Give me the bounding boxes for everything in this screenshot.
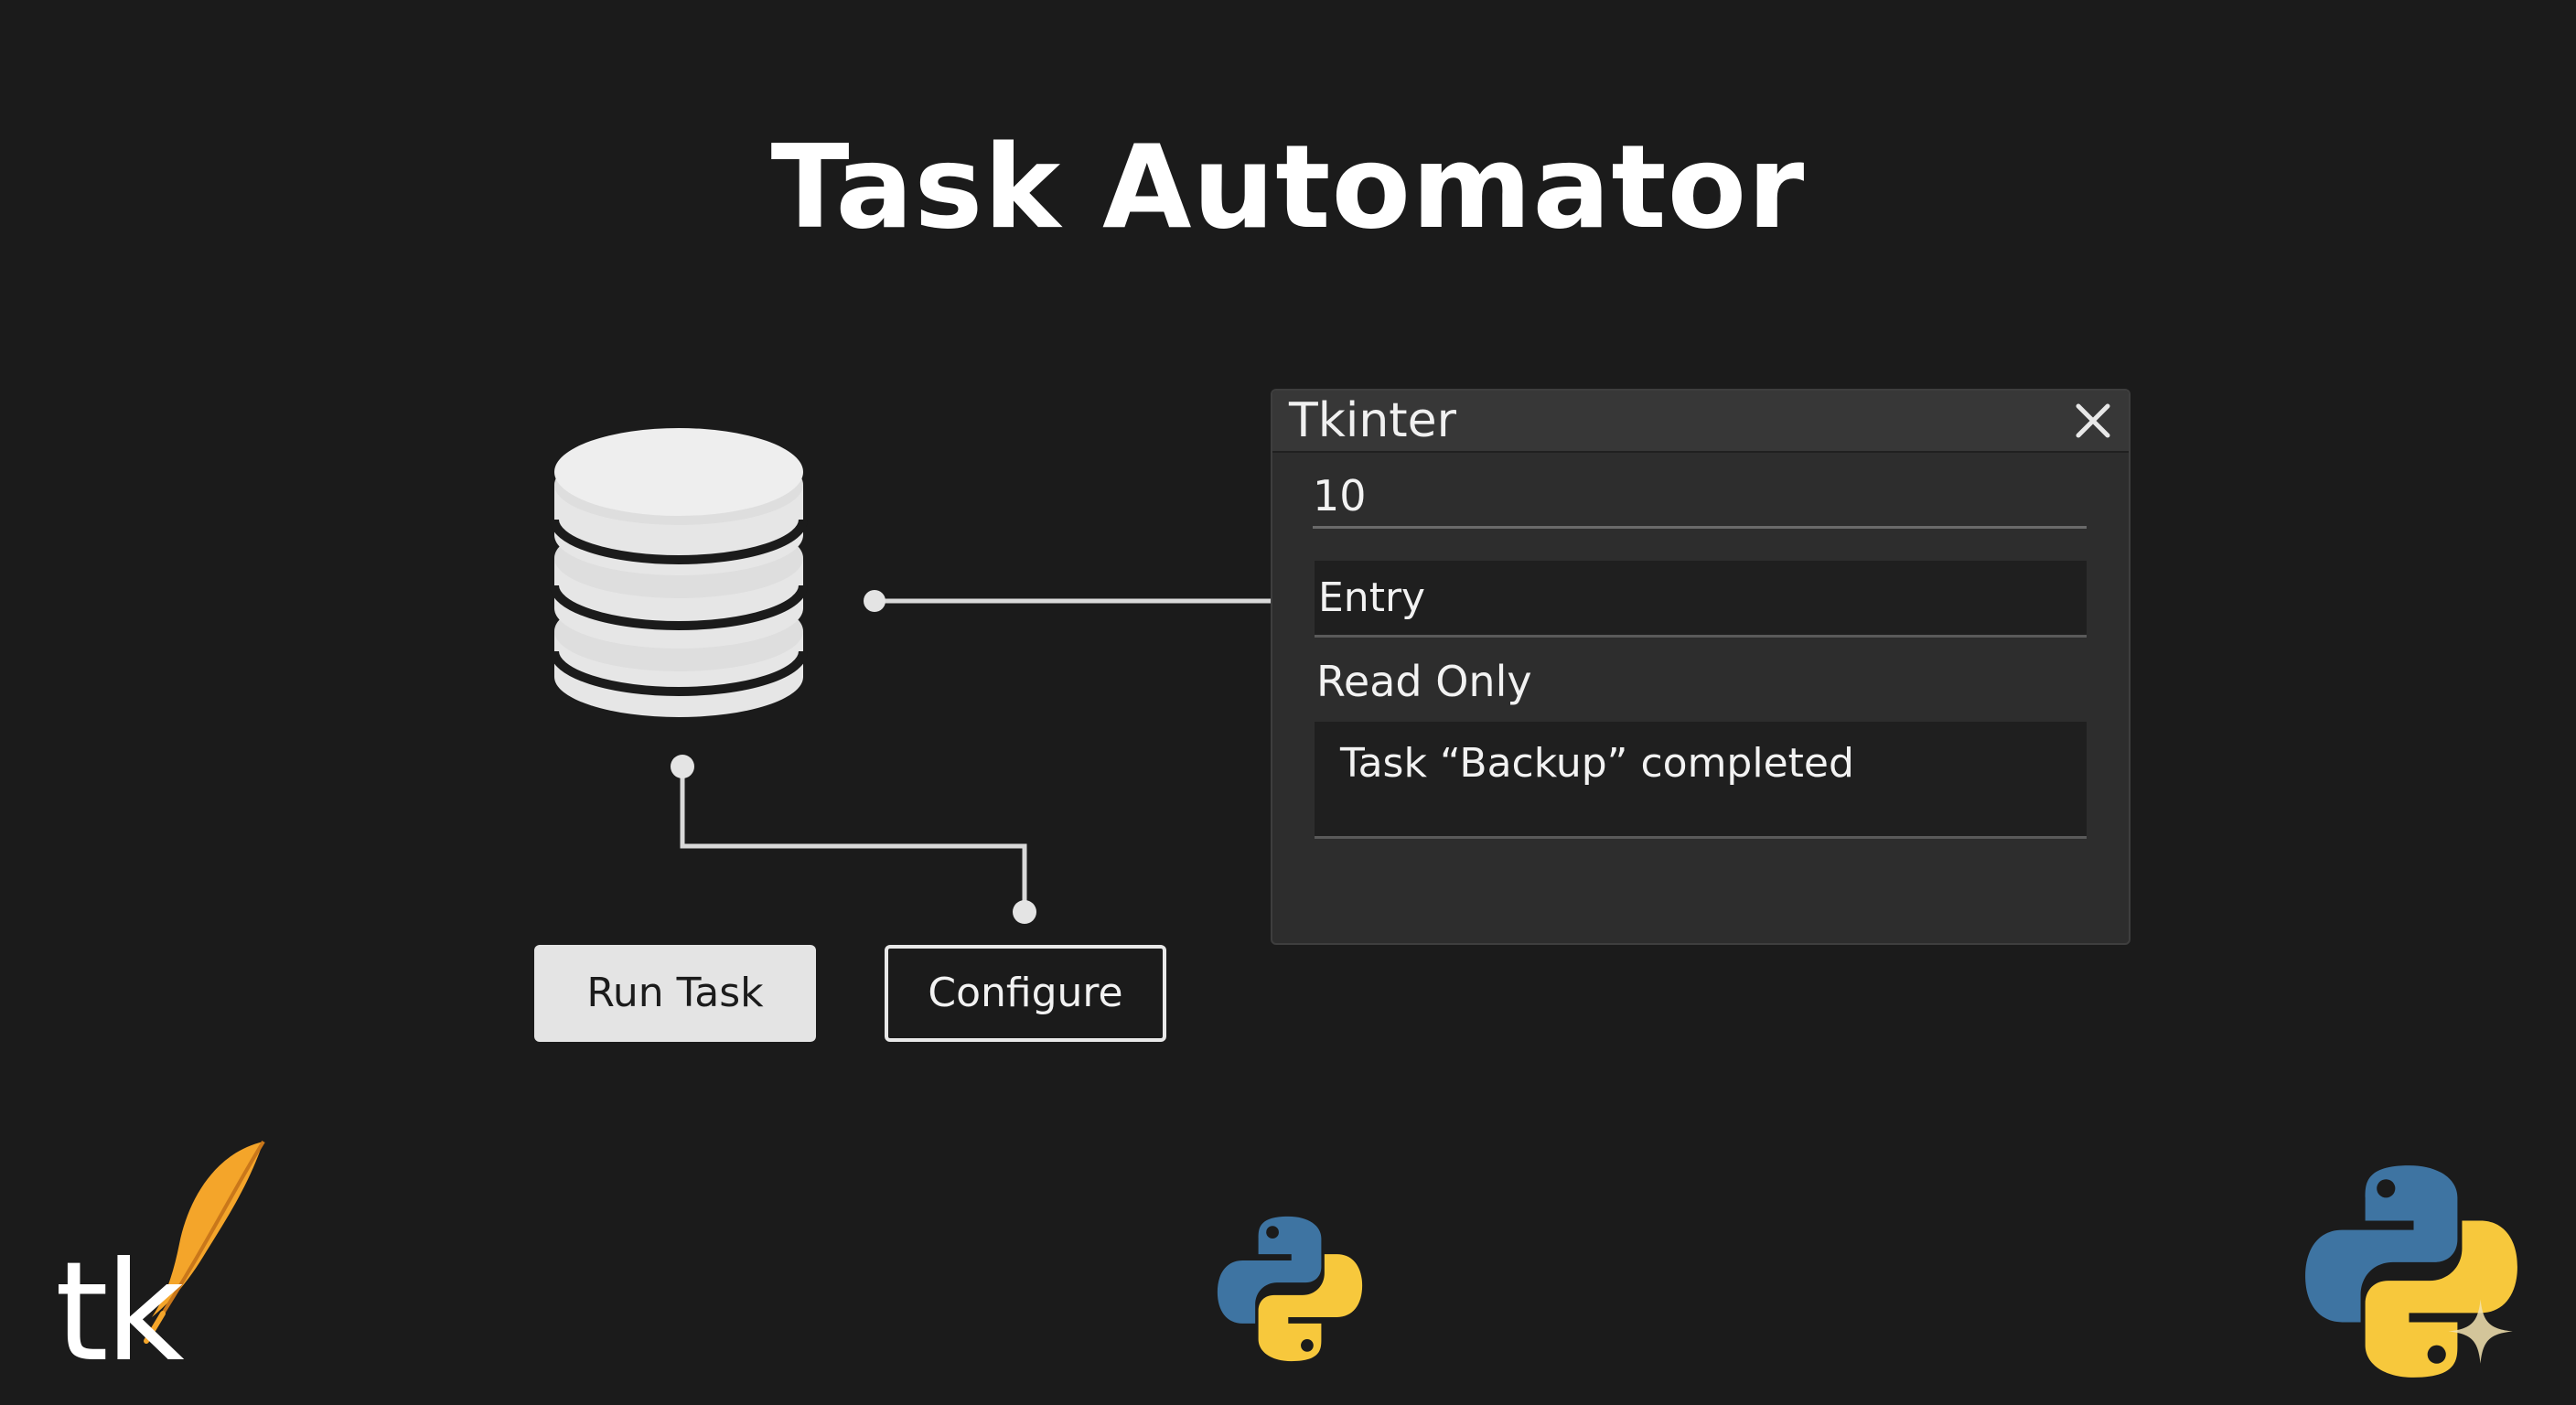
tk-logo-text: tk xyxy=(55,1233,185,1392)
window-title: Tkinter xyxy=(1289,393,1457,448)
connector-db-to-window xyxy=(864,590,1271,612)
read-only-field: Task “Backup” completed xyxy=(1315,722,2087,839)
close-icon[interactable] xyxy=(2072,400,2114,442)
number-field-underline xyxy=(1313,526,2087,529)
database-icon xyxy=(550,428,808,717)
tk-feather-logo: tk xyxy=(51,1134,289,1381)
connector-db-to-buttons xyxy=(671,755,1036,924)
entry-field[interactable] xyxy=(1315,561,2087,638)
page-title: Task Automator xyxy=(770,120,1806,254)
read-only-label: Read Only xyxy=(1316,657,1532,706)
run-task-button[interactable]: Run Task xyxy=(534,945,816,1042)
python-logo-right xyxy=(2305,1165,2517,1378)
feather-icon xyxy=(144,1140,265,1344)
sparkle-icon xyxy=(2448,1299,2513,1364)
number-field-value[interactable]: 10 xyxy=(1313,471,1367,520)
status-message: Task “Backup” completed xyxy=(1340,740,1854,787)
tkinter-window: Tkinter 10 Read Only Task “Backup” compl… xyxy=(1271,389,2131,945)
configure-button[interactable]: Configure xyxy=(885,945,1166,1042)
python-logo xyxy=(1217,1216,1363,1362)
window-titlebar[interactable]: Tkinter xyxy=(1272,391,2129,453)
